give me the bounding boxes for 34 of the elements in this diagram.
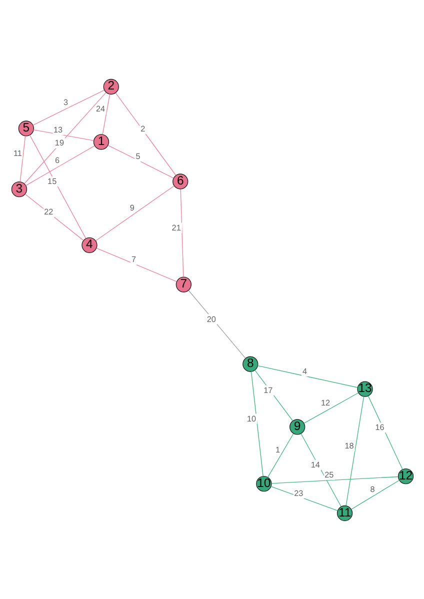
connector: [266, 432, 294, 478]
node-circle: 13: [356, 380, 372, 396]
connector: [303, 392, 358, 424]
connector: [32, 89, 104, 125]
connector: [345, 396, 364, 506]
connector: [367, 395, 402, 470]
connector: [250, 370, 263, 476]
connector: [107, 144, 174, 178]
node-circle: 6: [172, 173, 188, 189]
connector: [19, 135, 26, 182]
node-circle: 9: [289, 418, 305, 434]
connector: [28, 134, 86, 238]
connector: [188, 290, 246, 358]
connector: [102, 93, 110, 134]
connector: [114, 92, 176, 176]
node-circle: 1: [92, 134, 109, 150]
node-circle: 12: [397, 468, 414, 484]
connector: [350, 479, 400, 510]
node-circle: 2: [102, 78, 118, 94]
node-circle: 7: [175, 276, 192, 292]
node-circle: 10: [256, 476, 272, 492]
connector: [270, 476, 398, 484]
node-circle: 4: [81, 236, 97, 252]
connector: [300, 432, 341, 506]
connector: [24, 193, 84, 240]
node-circle: 3: [10, 181, 27, 197]
node-circle: 5: [18, 120, 34, 136]
connector: [32, 128, 94, 140]
connector: [94, 185, 174, 241]
node-circle: 8: [242, 356, 258, 372]
connector: [180, 188, 184, 277]
node-circle: 11: [336, 504, 352, 521]
connector: [96, 247, 176, 282]
connector: [254, 369, 293, 421]
